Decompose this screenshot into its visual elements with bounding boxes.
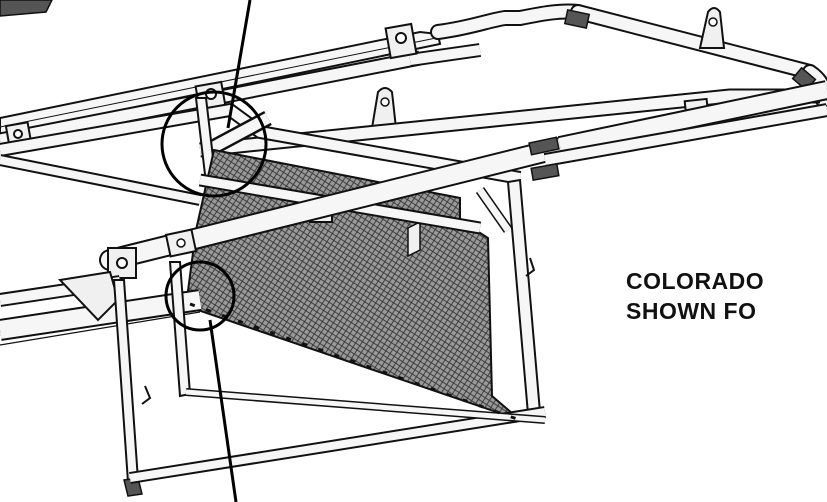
mesh-bottom-edge — [189, 302, 521, 422]
caption-line-1: COLORADO — [626, 268, 765, 294]
left-lower-rail — [0, 103, 522, 206]
front-clamp-mid — [164, 228, 198, 258]
bracket-rear-1 — [384, 22, 418, 60]
front-clamp-left — [107, 247, 137, 279]
callout-circle-upper — [160, 90, 268, 198]
fin-tab-center — [370, 87, 398, 129]
callout-leader-lower — [208, 319, 238, 502]
caption-line-2: SHOWN FO — [626, 298, 757, 324]
fin-tab-right — [698, 7, 726, 49]
corner-tab — [0, 0, 53, 17]
right-post — [475, 178, 542, 416]
callout-circle-lower — [164, 260, 236, 332]
callout-leader-upper — [226, 0, 252, 129]
hook-right — [525, 257, 536, 277]
hook-left — [141, 385, 152, 405]
rear-bent-rail — [430, 3, 827, 108]
bottom-frame-rail — [129, 388, 546, 484]
